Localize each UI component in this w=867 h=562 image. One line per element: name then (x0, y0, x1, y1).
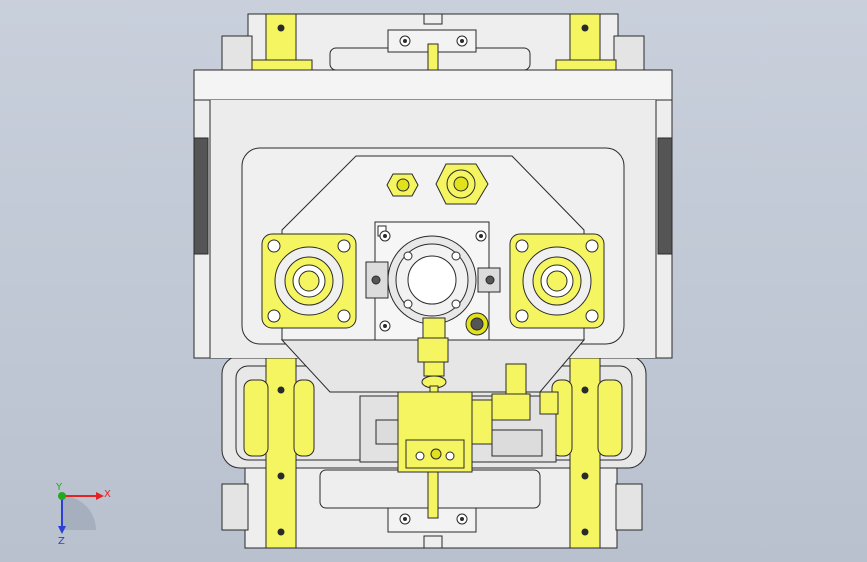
z-axis-label: Z (58, 536, 65, 547)
y-axis-dot (58, 492, 66, 500)
x-axis-label: X (104, 489, 111, 500)
small-hex-fitting[interactable] (386, 173, 419, 197)
plate-screws (399, 35, 468, 525)
large-hex-fitting[interactable] (435, 163, 489, 205)
right-flange-bearing[interactable] (509, 233, 605, 329)
z-axis-arrow (58, 526, 66, 534)
coordinate-triad: X Y Z (55, 482, 111, 547)
side-wheels (243, 379, 623, 457)
y-axis-label: Y (55, 482, 63, 493)
lower-assembly[interactable] (359, 363, 559, 473)
side-rails (251, 13, 617, 549)
left-flange-bearing[interactable] (261, 233, 357, 329)
x-axis-arrow (96, 492, 104, 500)
